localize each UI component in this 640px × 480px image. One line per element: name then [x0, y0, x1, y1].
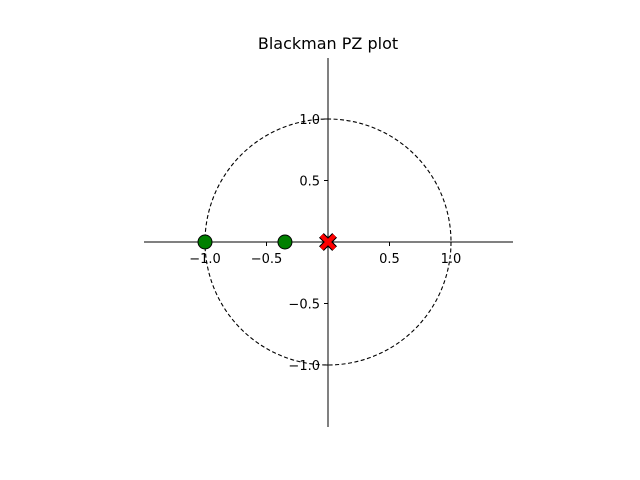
y-tick-label: 0.5: [299, 175, 320, 190]
chart-title: Blackman PZ plot: [258, 34, 398, 53]
y-tick-label: 1.0: [299, 113, 320, 128]
x-tick-label: 0.5: [379, 252, 400, 267]
x-tick-label: 1.0: [441, 252, 462, 267]
y-tick-label: −0.5: [288, 298, 320, 313]
pole-marker-fill: [319, 233, 337, 251]
zero-marker: [277, 234, 293, 250]
plot-area: −1.0 −0.5 0.5 1.0 1.0 0.5 −0.5 −1.0: [144, 58, 513, 427]
pole-marker: [319, 233, 337, 251]
x-tick-label: −0.5: [251, 252, 283, 267]
zero-marker: [197, 234, 213, 250]
y-tick-label: −1.0: [288, 359, 320, 374]
x-tick-label: −1.0: [189, 252, 221, 267]
